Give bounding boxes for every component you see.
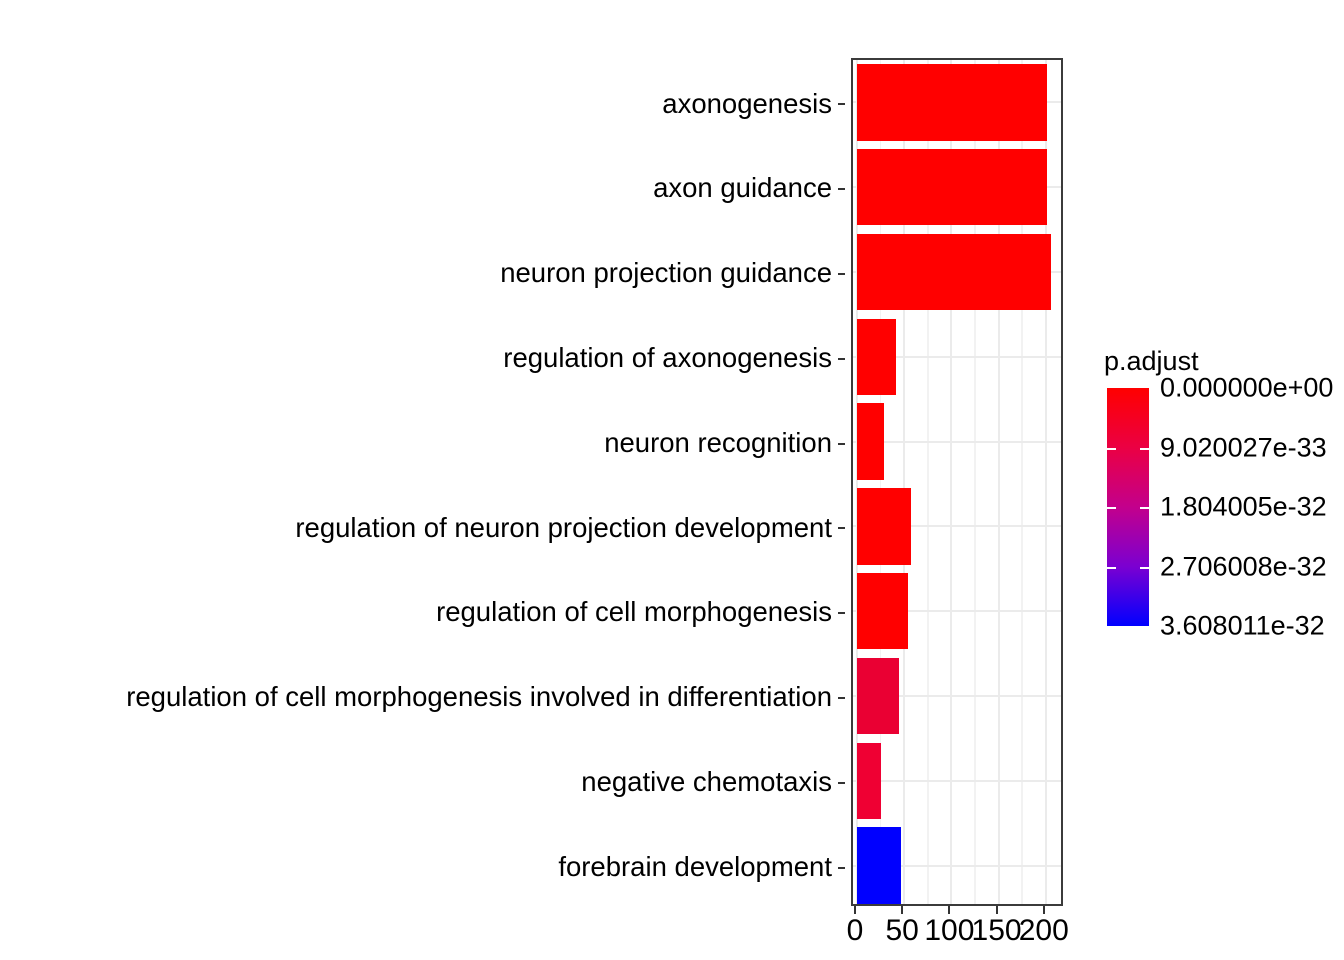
- y-axis-tick-label: regulation of cell morphogenesis: [436, 596, 832, 628]
- legend-tick-mark: [1107, 566, 1116, 569]
- gridline-major-x: [856, 60, 858, 904]
- bar: [857, 827, 902, 904]
- gridline-minor-x: [974, 60, 976, 904]
- gridline-minor-x: [879, 60, 882, 904]
- x-axis-tick-label: 150: [971, 914, 1022, 947]
- gridline-major-y: [853, 355, 1061, 358]
- gridline-major-x: [950, 60, 953, 904]
- y-axis-tick-mark: [838, 866, 845, 869]
- y-axis-tick-mark: [838, 781, 845, 784]
- gridline-major-y: [853, 864, 1061, 867]
- y-axis-tick-mark: [838, 527, 845, 530]
- legend-tick-mark: [1140, 566, 1149, 569]
- y-axis-tick-label: regulation of axonogenesis: [503, 342, 832, 374]
- plot-panel-inner: [853, 60, 1061, 904]
- bar: [857, 403, 885, 480]
- bar: [857, 488, 911, 565]
- gridline-major-x: [997, 60, 1000, 904]
- y-axis-tick-label: neuron recognition: [604, 426, 832, 458]
- x-axis-tick-label: 50: [885, 914, 919, 947]
- y-axis-tick-mark: [838, 273, 845, 275]
- legend-tick-mark: [1107, 507, 1116, 509]
- y-axis-tick-label: axonogenesis: [662, 87, 832, 119]
- bar: [857, 318, 896, 395]
- y-axis-tick-label: regulation of neuron projection developm…: [295, 511, 832, 543]
- y-axis-tick-mark: [838, 442, 845, 445]
- legend-tick-label: 2.706008e-32: [1160, 551, 1327, 581]
- y-axis-tick-mark: [838, 612, 845, 615]
- x-axis-tick-label: 200: [1018, 914, 1069, 947]
- gridline-major-x: [1044, 60, 1047, 904]
- x-axis-tick-mark: [1042, 906, 1045, 914]
- legend-tick-label: 1.804005e-32: [1160, 491, 1327, 522]
- gridline-major-x: [903, 60, 906, 904]
- plot-panel: [851, 58, 1063, 906]
- x-axis-tick-label: 0: [846, 914, 864, 947]
- y-axis-tick-label: negative chemotaxis: [581, 766, 832, 798]
- y-axis-tick-mark: [838, 103, 845, 106]
- legend-tick-label: 9.020027e-33: [1160, 432, 1327, 462]
- y-axis-tick-mark: [838, 188, 845, 191]
- y-axis-tick-mark: [838, 357, 845, 360]
- bar: [857, 233, 1051, 311]
- y-axis-tick-label: forebrain development: [558, 850, 832, 882]
- legend-tick-mark: [1107, 447, 1116, 450]
- gridline-major-y: [853, 695, 1061, 697]
- bar: [857, 742, 881, 819]
- bar: [857, 149, 1047, 226]
- gridline-major-y: [853, 525, 1061, 528]
- legend: p.adjust 0.000000e+00 9.020027e-33 1.80400…: [1100, 348, 1344, 648]
- x-axis-tick-mark: [995, 906, 998, 914]
- bar: [857, 573, 908, 650]
- legend-tick-label: 0.000000e+00: [1160, 372, 1334, 403]
- x-axis-tick-label: 100: [924, 914, 975, 947]
- bar: [857, 64, 1047, 141]
- gridline-minor-x: [1021, 60, 1023, 904]
- x-axis-tick-mark: [854, 906, 856, 914]
- y-axis-tick-label: axon guidance: [653, 172, 832, 204]
- gridline-major-y: [853, 779, 1061, 782]
- legend-tick-label: 3.608011e-32: [1160, 610, 1325, 641]
- gridline-major-y: [853, 440, 1061, 443]
- y-axis: axonogenesis axon guidance neuron projecti…: [0, 62, 845, 902]
- gridline-major-y: [853, 610, 1061, 613]
- y-axis-tick-label: neuron projection guidance: [500, 257, 832, 289]
- x-axis-tick-mark: [948, 906, 951, 914]
- legend-tick-mark: [1140, 507, 1149, 509]
- legend-tick-mark: [1140, 447, 1149, 450]
- bar: [857, 657, 899, 735]
- x-axis-tick-mark: [901, 906, 904, 914]
- y-axis-tick-label: regulation of cell morphogenesis involve…: [126, 681, 832, 713]
- legend-title: p.adjust: [1104, 346, 1199, 376]
- gridline-minor-x: [927, 60, 929, 904]
- y-axis-tick-mark: [838, 697, 845, 699]
